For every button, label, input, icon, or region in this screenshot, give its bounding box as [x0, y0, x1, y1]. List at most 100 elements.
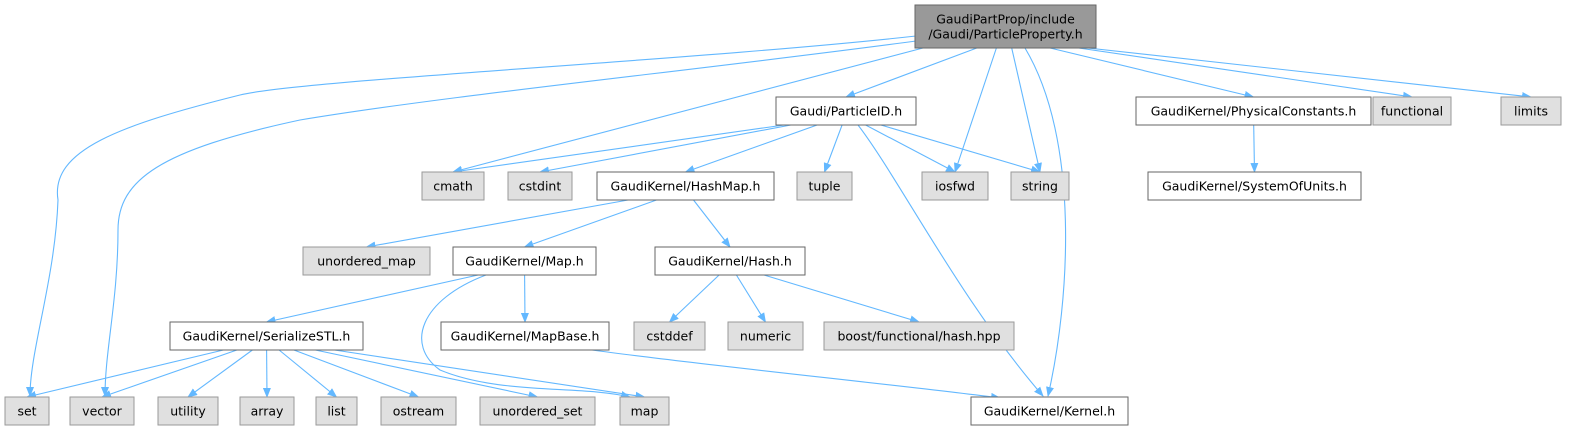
node-box-list: [315, 396, 358, 426]
node-box-functional: [1372, 96, 1452, 126]
edge-serialize-to-map: [334, 349, 646, 400]
node-numeric: numeric: [727, 321, 804, 351]
node-label-unordered_map: unordered_map: [317, 254, 416, 269]
node-box-ostream: [380, 396, 457, 426]
edge-root-to-particleid: [845, 47, 977, 98]
node-map: map: [619, 396, 670, 426]
edge-physconst-to-sysunits: [1250, 124, 1259, 173]
node-box-serialize: [169, 321, 364, 351]
node-boosthash: boost/functional/hash.hpp: [823, 321, 1015, 351]
node-box-limits: [1500, 96, 1562, 126]
node-set: set: [4, 396, 50, 426]
node-unordered_set: unordered_set: [479, 396, 596, 426]
node-label-hash_h: GaudiKernel/Hash.h: [668, 254, 792, 269]
node-box-hashmap: [596, 171, 775, 201]
node-string: string: [1010, 171, 1070, 201]
node-unordered_map: unordered_map: [302, 246, 431, 276]
node-mapbase[interactable]: GaudiKernel/MapBase.h: [440, 321, 610, 351]
node-box-boosthash: [823, 321, 1015, 351]
node-box-sysunits: [1147, 171, 1362, 201]
edge-serialize-to-vector: [101, 349, 238, 398]
node-label-map_h: GaudiKernel/Map.h: [465, 254, 583, 269]
edge-mapbase-to-kernel: [591, 349, 1001, 401]
node-box-cstdint: [507, 171, 573, 201]
node-cmath: cmath: [421, 171, 485, 201]
node-label-iosfwd: iosfwd: [935, 179, 975, 194]
edge-serialize-to-unordered_set: [315, 349, 539, 400]
edge-root-to-string: [1011, 47, 1042, 173]
edge-serialize-to-list: [278, 349, 338, 398]
node-box-hash_h: [654, 246, 806, 276]
edge-root-to-iosfwd: [954, 47, 997, 173]
edge-hashmap-to-map_h: [523, 199, 657, 248]
node-label-vector: vector: [82, 404, 123, 419]
edge-particleid-to-iosfwd: [865, 124, 956, 173]
node-hashmap[interactable]: GaudiKernel/HashMap.h: [596, 171, 775, 201]
edge-map_h-to-map: [421, 274, 631, 399]
edge-map_h-to-serialize: [265, 274, 479, 324]
node-particleid[interactable]: Gaudi/ParticleID.h: [775, 96, 917, 126]
node-tuple: tuple: [796, 171, 853, 201]
node-box-set: [4, 396, 50, 426]
node-serialize[interactable]: GaudiKernel/SerializeSTL.h: [169, 321, 364, 351]
node-box-root: [914, 4, 1097, 49]
node-box-cmath: [421, 171, 485, 201]
node-label-functional: functional: [1381, 104, 1443, 119]
edge-root-to-functional: [1078, 47, 1413, 100]
node-label-cstddef: cstddef: [646, 329, 693, 344]
node-label-root: GaudiPartProp/include: [936, 12, 1075, 27]
node-list: list: [315, 396, 358, 426]
node-box-vector: [69, 396, 135, 426]
edge-serialize-to-ostream: [293, 349, 420, 398]
edge-root-to-vector: [101, 40, 917, 397]
node-root[interactable]: GaudiPartProp/include/Gaudi/ParticleProp…: [914, 4, 1097, 49]
node-physconst[interactable]: GaudiKernel/PhysicalConstants.h: [1135, 96, 1372, 126]
node-label-sysunits: GaudiKernel/SystemOfUnits.h: [1162, 179, 1347, 194]
edge-serialize-to-utility: [187, 349, 253, 398]
node-label-string: string: [1022, 179, 1058, 194]
node-label-list: list: [327, 404, 345, 419]
node-sysunits[interactable]: GaudiKernel/SystemOfUnits.h: [1147, 171, 1362, 201]
node-label-particleid: Gaudi/ParticleID.h: [790, 104, 902, 119]
edge-particleid-to-cstdint: [539, 124, 792, 175]
node-label-numeric: numeric: [740, 329, 791, 344]
edge-root-to-set: [26, 35, 917, 397]
node-functional: functional: [1372, 96, 1452, 126]
node-iosfwd: iosfwd: [921, 171, 989, 201]
edge-hash_h-to-boosthash: [763, 274, 920, 324]
node-box-iosfwd: [921, 171, 989, 201]
edge-hashmap-to-unordered_map: [365, 199, 629, 250]
node-box-utility: [157, 396, 219, 426]
node-box-array: [239, 396, 295, 426]
node-hash_h[interactable]: GaudiKernel/Hash.h: [654, 246, 806, 276]
node-label-cstdint: cstdint: [519, 179, 562, 194]
node-label-utility: utility: [170, 404, 206, 419]
node-label-ostream: ostream: [393, 404, 444, 419]
edge-root-to-kernel: [1024, 47, 1067, 397]
node-vector: vector: [69, 396, 135, 426]
edge-particleid-to-kernel: [857, 124, 1044, 397]
node-box-string: [1010, 171, 1070, 201]
edge-particleid-to-tuple: [823, 124, 843, 173]
node-ostream: ostream: [380, 396, 457, 426]
node-map_h[interactable]: GaudiKernel/Map.h: [452, 246, 597, 276]
node-box-mapbase: [440, 321, 610, 351]
node-label-boosthash: boost/functional/hash.hpp: [837, 329, 1000, 344]
node-box-tuple: [796, 171, 853, 201]
node-box-unordered_set: [479, 396, 596, 426]
node-label-array: array: [251, 404, 284, 419]
node-utility: utility: [157, 396, 219, 426]
node-kernel[interactable]: GaudiKernel/Kernel.h: [970, 396, 1129, 426]
node-label-physconst: GaudiKernel/PhysicalConstants.h: [1151, 104, 1357, 119]
node-label-hashmap: GaudiKernel/HashMap.h: [611, 179, 761, 194]
node-box-physconst: [1135, 96, 1372, 126]
node-label-unordered_set: unordered_set: [493, 404, 583, 419]
node-box-numeric: [727, 321, 804, 351]
node-label-map: map: [631, 404, 659, 419]
edge-root-to-cmath: [452, 47, 924, 174]
node-box-map: [619, 396, 670, 426]
node-label-root: /Gaudi/ParticleProperty.h: [928, 27, 1082, 42]
node-box-kernel: [970, 396, 1129, 426]
edge-hashmap-to-hash_h: [693, 199, 731, 248]
